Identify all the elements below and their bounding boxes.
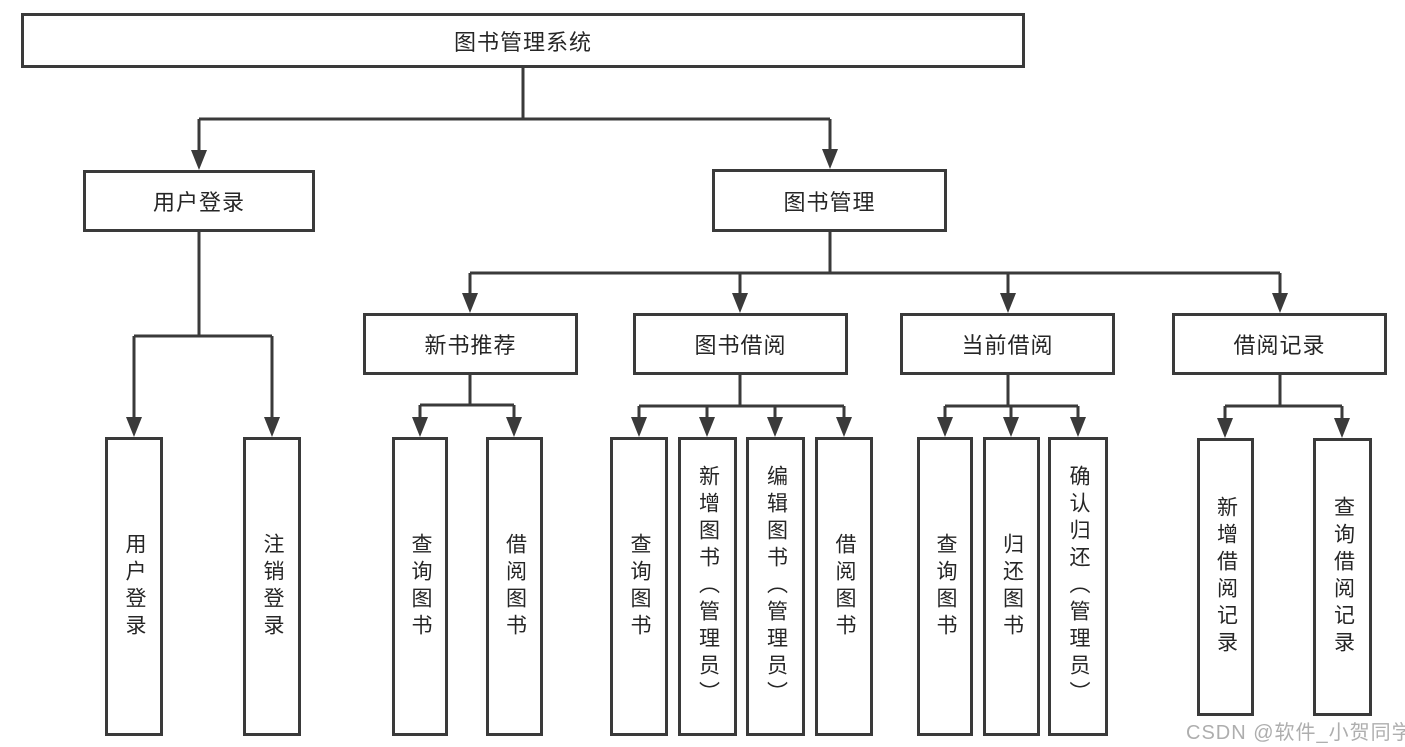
node-book-management-label: 图书管理 <box>783 189 876 215</box>
arrowhead-login-1 <box>126 417 142 437</box>
leaf-newbook-borrow-books-label: 借阅图书 <box>503 532 527 641</box>
arrowhead-borrow <box>732 293 748 313</box>
node-root-system: 图书管理系统 <box>21 13 1025 68</box>
arrowhead-current-2 <box>1003 417 1019 437</box>
leaf-records-query-record-label: 查询借阅记录 <box>1331 496 1355 658</box>
leaf-borrow-borrow-books: 借阅图书 <box>815 437 873 736</box>
leaf-newbook-borrow-books: 借阅图书 <box>486 437 543 736</box>
leaf-current-query-books-label: 查询图书 <box>934 532 957 641</box>
leaf-borrow-query-books-label: 查询图书 <box>628 532 651 641</box>
leaf-current-query-books: 查询图书 <box>917 437 973 736</box>
leaf-user-login: 用户登录 <box>105 437 163 736</box>
leaf-current-confirm-return-admin-label: 确认归还（管理员） <box>1067 465 1090 708</box>
node-borrow-records: 借阅记录 <box>1172 313 1387 375</box>
leaf-newbook-query-books: 查询图书 <box>392 437 448 736</box>
node-user-login: 用户登录 <box>83 170 315 232</box>
node-new-book-recommend: 新书推荐 <box>363 313 578 375</box>
leaf-logout-label: 注销登录 <box>261 532 284 641</box>
node-new-book-recommend-label: 新书推荐 <box>424 333 517 358</box>
arrowhead-records-2 <box>1334 418 1350 438</box>
node-current-borrow: 当前借阅 <box>900 313 1115 375</box>
leaf-borrow-edit-books-admin-label: 编辑图书（管理员） <box>764 465 788 708</box>
leaf-current-return-books: 归还图书 <box>983 437 1040 736</box>
node-borrow-records-label: 借阅记录 <box>1233 333 1326 358</box>
leaf-records-add-record-label: 新增借阅记录 <box>1214 496 1238 658</box>
arrowhead-book-management <box>822 149 838 169</box>
leaf-borrow-add-books-admin-label: 新增图书（管理员） <box>696 465 720 708</box>
node-root-system-label: 图书管理系统 <box>453 29 592 55</box>
node-current-borrow-label: 当前借阅 <box>961 333 1054 358</box>
leaf-records-add-record: 新增借阅记录 <box>1197 438 1254 716</box>
csdn-watermark: CSDN @软件_小贺同学 <box>1186 722 1405 744</box>
arrowhead-newbook-2 <box>506 417 522 437</box>
leaf-logout: 注销登录 <box>243 437 301 736</box>
node-book-borrow-label: 图书借阅 <box>694 333 787 358</box>
leaf-borrow-edit-books-admin: 编辑图书（管理员） <box>746 437 805 736</box>
arrowhead-newbook <box>462 293 478 313</box>
arrowhead-borrow-2 <box>699 417 715 437</box>
node-book-borrow: 图书借阅 <box>633 313 848 375</box>
arrowhead-records-1 <box>1217 418 1233 438</box>
arrowhead-current <box>1000 293 1016 313</box>
arrowhead-borrow-4 <box>836 417 852 437</box>
leaf-user-login-label: 用户登录 <box>123 532 146 641</box>
arrowhead-current-3 <box>1070 417 1086 437</box>
arrowhead-borrow-3 <box>767 417 783 437</box>
arrowhead-records <box>1272 293 1288 313</box>
leaf-current-confirm-return-admin: 确认归还（管理员） <box>1048 437 1108 736</box>
leaf-records-query-record: 查询借阅记录 <box>1313 438 1372 716</box>
arrowhead-borrow-1 <box>631 417 647 437</box>
leaf-borrow-query-books: 查询图书 <box>610 437 668 736</box>
leaf-borrow-borrow-books-label: 借阅图书 <box>833 532 856 641</box>
leaf-current-return-books-label: 归还图书 <box>1000 532 1024 641</box>
arrowhead-login-2 <box>264 417 280 437</box>
leaf-borrow-add-books-admin: 新增图书（管理员） <box>678 437 737 736</box>
node-user-login-label: 用户登录 <box>152 190 245 215</box>
arrowhead-user-login <box>191 150 207 170</box>
node-book-management: 图书管理 <box>712 169 947 232</box>
leaf-newbook-query-books-label: 查询图书 <box>409 532 432 641</box>
arrowhead-newbook-1 <box>412 417 428 437</box>
arrowhead-current-1 <box>937 417 953 437</box>
